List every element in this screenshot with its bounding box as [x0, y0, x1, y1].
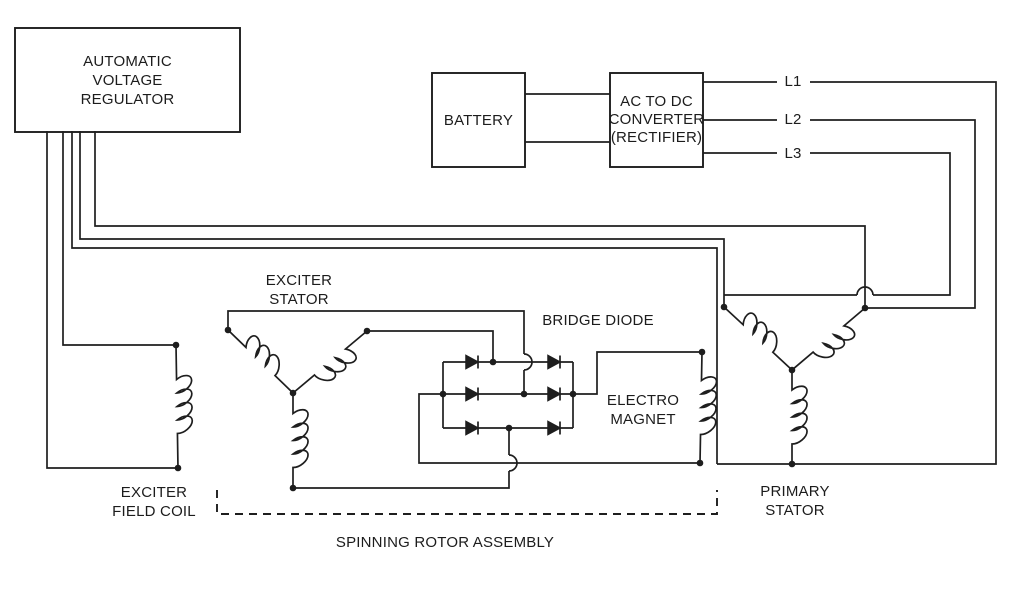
line-label-l1: L1	[784, 73, 802, 90]
junction-dot	[224, 326, 232, 334]
battery-label: BATTERY	[432, 73, 525, 167]
avr-label-line3: REGULATOR	[80, 90, 175, 108]
junction-dot	[489, 358, 497, 366]
diode-triangle	[547, 420, 562, 436]
junction-dot	[720, 303, 728, 311]
junction-dot	[439, 390, 447, 398]
exciter-stator-label-line1: EXCITER	[265, 272, 333, 289]
electro-magnet-coil	[698, 351, 718, 463]
diode-triangle	[547, 354, 562, 370]
electro-magnet-label-line2: MAGNET	[610, 411, 676, 428]
avr-label: AUTOMATIC VOLTAGE REGULATOR	[15, 28, 240, 132]
exciter-field-coil	[174, 344, 194, 468]
exciter-field-coil-label-line1: EXCITER	[120, 484, 188, 501]
bridge-diodes	[465, 354, 562, 436]
wire-segment	[71, 131, 718, 464]
primary-stator-label-line1: PRIMARY	[760, 483, 830, 500]
junction-dot	[861, 304, 869, 312]
junction-dot	[788, 460, 796, 468]
junction-dot	[289, 389, 297, 397]
diode-icon	[465, 420, 480, 436]
converter-label-line3: (RECTIFIER)	[610, 129, 703, 146]
exciter-stator-label-line2: STATOR	[269, 291, 329, 308]
battery-label-text: BATTERY	[443, 111, 514, 129]
primary-stator-coil-right	[791, 307, 866, 371]
junction-dot	[696, 459, 704, 467]
rotor-assembly-bracket	[216, 490, 718, 515]
exciter-stator-coil-right	[292, 330, 368, 394]
exciter-field-coil-label: EXCITER FIELD COIL	[112, 483, 196, 521]
junction-dot	[788, 366, 796, 374]
line-label-l2: L2	[784, 111, 802, 128]
junction-dot	[569, 390, 577, 398]
converter-label-line1: AC TO DC	[620, 93, 693, 110]
wire-segment	[810, 119, 976, 309]
exciter-stator-coil-bottom	[290, 393, 309, 488]
exciter-stator-coil-left	[227, 329, 294, 394]
junction-dot	[174, 464, 182, 472]
diode-triangle	[465, 386, 480, 402]
coils	[174, 306, 866, 488]
wire-segment	[367, 330, 494, 362]
wires	[46, 81, 997, 489]
exciter-field-coil-label-line2: FIELD COIL	[112, 503, 196, 520]
electro-magnet-label-line1: ELECTRO	[606, 392, 680, 409]
junction-dot	[172, 341, 180, 349]
junction-dot	[698, 348, 706, 356]
wire-segment	[227, 310, 525, 354]
diode-icon	[465, 354, 480, 370]
junction-dots	[172, 303, 869, 492]
diode-icon	[547, 420, 562, 436]
primary-stator-coil-bottom	[789, 370, 808, 464]
electro-magnet-label: ELECTRO MAGNET	[607, 391, 679, 429]
wire-segment	[418, 393, 700, 464]
avr-label-line1: AUTOMATIC	[83, 52, 172, 70]
wire-segment	[94, 131, 866, 308]
converter-label: AC TO DC CONVERTER (RECTIFIER)	[608, 73, 705, 167]
wire-segment	[573, 351, 702, 395]
primary-stator-coil-left	[723, 306, 793, 371]
bridge-diode-label: BRIDGE DIODE	[542, 312, 654, 329]
rotor-assembly-label: SPINNING ROTOR ASSEMBLY	[335, 534, 555, 551]
wire-segment	[717, 81, 997, 465]
wire-segment	[810, 152, 951, 296]
diode-triangle	[547, 386, 562, 402]
primary-stator-label-line2: STATOR	[765, 502, 825, 519]
junction-dot	[520, 390, 528, 398]
wire-segment	[293, 471, 510, 489]
diode-triangle	[465, 420, 480, 436]
wire-segment	[46, 131, 178, 469]
diode-icon	[465, 386, 480, 402]
avr-label-line2: VOLTAGE	[92, 71, 163, 89]
diode-triangle	[465, 354, 480, 370]
diode-icon	[547, 386, 562, 402]
junction-dot	[363, 327, 371, 335]
primary-stator-label: PRIMARY STATOR	[760, 482, 829, 520]
converter-label-line2: CONVERTER	[608, 111, 705, 128]
line-label-l3: L3	[784, 145, 802, 162]
junction-dot	[505, 424, 513, 432]
wire-segment	[62, 131, 176, 346]
diode-icon	[547, 354, 562, 370]
exciter-stator-label: EXCITER STATOR	[266, 271, 332, 309]
wire-segment	[79, 131, 725, 307]
battery-box-outline	[431, 72, 526, 168]
junction-dot	[289, 484, 297, 492]
avr-box-outline	[14, 27, 241, 133]
